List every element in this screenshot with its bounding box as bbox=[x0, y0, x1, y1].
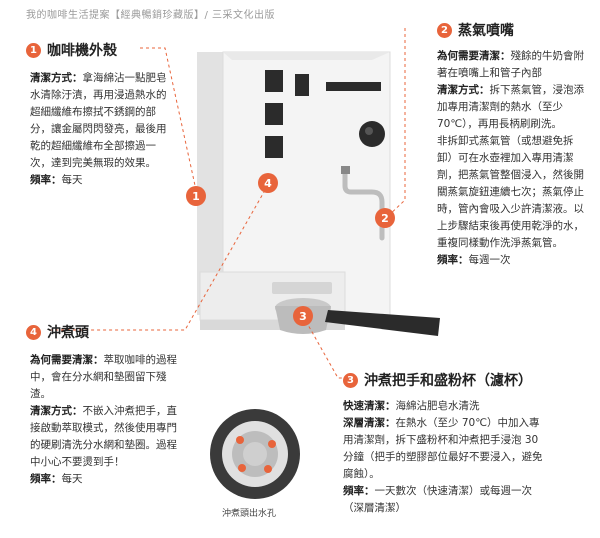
marker-4: 4 bbox=[264, 177, 272, 190]
section-2-frequency: 頻率：每週一次 bbox=[437, 254, 511, 266]
section-4-why: 為何需要清潔：萃取咖啡的過程中，會在分水網和墊圈留下殘渣。 bbox=[30, 354, 177, 400]
section-3-heading: 3 沖煮把手和盛粉杯（濾杯） bbox=[343, 370, 532, 390]
section-4-title: 沖煮頭 bbox=[47, 325, 89, 341]
steam-knob bbox=[359, 121, 385, 147]
section-3-deep: 深層清潔：在熱水（至少 70℃）中加入專用清潔劑，拆下盛粉杯和沖煮把手浸泡 30… bbox=[343, 417, 543, 480]
section-3-title: 沖煮把手和盛粉杯（濾杯） bbox=[364, 373, 532, 389]
section-4-body: 為何需要清潔：萃取咖啡的過程中，會在分水網和墊圈留下殘渣。 清潔方式：不嵌入沖煮… bbox=[30, 352, 182, 488]
section-1-heading: 1 咖啡機外殼 bbox=[26, 40, 117, 60]
section-2-title: 蒸氣噴嘴 bbox=[458, 23, 514, 39]
marker-1: 1 bbox=[192, 190, 200, 203]
marker-2: 2 bbox=[381, 212, 389, 225]
section-4-heading: 4 沖煮頭 bbox=[26, 322, 89, 342]
section-2-method: 清潔方式：拆下蒸氣管，浸泡添加專用清潔劑的熱水（至少70℃），再用長柄刷刷洗。 bbox=[437, 84, 584, 130]
markers: 1 4 2 3 bbox=[186, 173, 395, 326]
section-2-alternative: 非拆卸式蒸氣管（或想避免拆卸）可在水壺裡加入專用清潔劑，把蒸氣管整個浸入，然後開… bbox=[437, 135, 584, 249]
section-4-frequency: 頻率：每天 bbox=[30, 473, 83, 485]
section-1-title: 咖啡機外殼 bbox=[47, 43, 117, 59]
portafilter bbox=[272, 282, 440, 336]
marker-3: 3 bbox=[299, 310, 307, 323]
nozzle-caption: 沖煮頭出水孔 bbox=[222, 509, 277, 519]
section-3-number: 3 bbox=[343, 372, 358, 388]
section-2-number: 2 bbox=[437, 22, 452, 38]
control-panel bbox=[265, 70, 381, 158]
section-3-quick: 快速清潔：海綿沾肥皂水清洗 bbox=[343, 400, 480, 412]
steam-wand bbox=[341, 166, 385, 241]
section-1-frequency: 頻率：每天 bbox=[30, 174, 83, 186]
section-2-body: 為何需要清潔：殘餘的牛奶會附著在噴嘴上和管子內部 清潔方式：拆下蒸氣管，浸泡添加… bbox=[437, 48, 585, 269]
callout-lines bbox=[48, 28, 406, 379]
section-3-frequency: 頻率：一天數次（快速清潔）或每週一次（深層清潔） bbox=[343, 485, 532, 514]
section-4-number: 4 bbox=[26, 324, 41, 340]
section-4-method: 清潔方式：不嵌入沖煮把手，直接啟動萃取模式，然後使用專門的硬刷清洗分水網和墊圈。… bbox=[30, 405, 177, 468]
section-1-body: 清潔方式：拿海綿沾一點肥皂水清除汙漬，再用浸過熱水的超細纖維布擦拭不銹鋼的部分，… bbox=[30, 70, 176, 189]
section-1-number: 1 bbox=[26, 42, 41, 58]
section-2-why: 為何需要清潔：殘餘的牛奶會附著在噴嘴上和管子內部 bbox=[437, 50, 584, 79]
section-1-method: 清潔方式：拿海綿沾一點肥皂水清除汙漬，再用浸過熱水的超細纖維布擦拭不銹鋼的部分，… bbox=[30, 72, 167, 169]
nozzle-detail bbox=[210, 409, 300, 499]
section-2-heading: 2 蒸氣噴嘴 bbox=[437, 20, 514, 40]
section-3-body: 快速清潔：海綿沾肥皂水清洗 深層清潔：在熱水（至少 70℃）中加入專用清潔劑，拆… bbox=[343, 398, 548, 517]
source-caption: 我的咖啡生活提案【經典暢銷珍藏版】/ 三采文化出版 bbox=[26, 10, 276, 21]
